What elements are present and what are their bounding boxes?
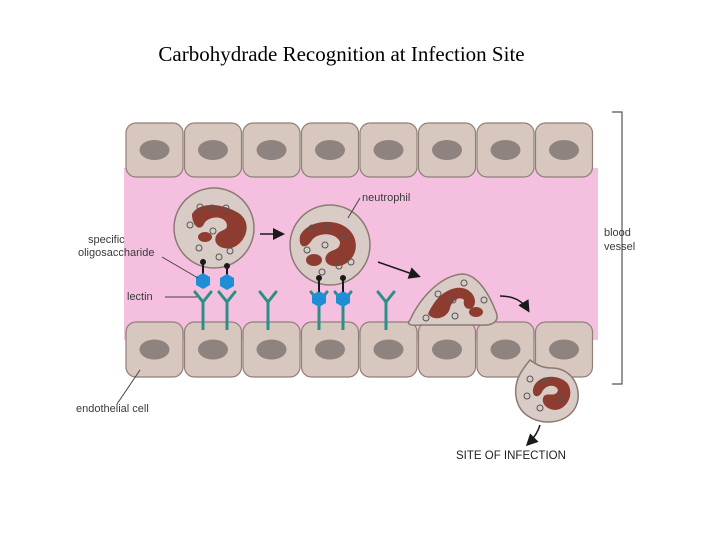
lectin-6 [376, 290, 396, 330]
neutrophil-3 [407, 273, 498, 326]
label-blood: blood [604, 227, 631, 239]
bound-sugar-2 [336, 291, 350, 307]
endothelial-cell-top-6 [417, 122, 477, 178]
page-title: Carbohydrade Recognition at Infection Si… [158, 42, 525, 66]
lectin-3 [258, 290, 278, 330]
leader-lines [116, 197, 361, 405]
arrow-3 [499, 295, 530, 313]
migration-arrows [260, 228, 541, 447]
endothelial-cell-top-1 [125, 122, 184, 178]
label-lectin: lectin [127, 291, 153, 303]
label-specific: specific [88, 234, 125, 246]
label-endothelial-cell: endothelial cell [76, 403, 149, 415]
label-neutrophil: neutrophil [362, 192, 410, 204]
endothelial-cell-top-2 [183, 122, 243, 178]
arrow-2 [377, 261, 421, 279]
oligosaccharide-pair-1 [196, 259, 234, 290]
endothelial-cell-bottom-5 [359, 321, 418, 378]
bound-sugar-1 [312, 291, 326, 307]
neutrophil-1 [173, 187, 255, 269]
lectin-1 [193, 290, 213, 330]
endothelial-cell-bottom-3 [242, 321, 301, 378]
label-oligosaccharide: oligosaccharide [78, 247, 154, 259]
endothelial-cell-top-5 [359, 122, 418, 178]
endothelial-row-bottom [125, 321, 594, 378]
oligosaccharide-pair-2 [316, 275, 346, 292]
endothelial-cell-top-3 [242, 122, 301, 178]
endothelial-cell-bottom-1 [125, 321, 184, 378]
neutrophil-4 [514, 358, 579, 423]
endothelial-cell-bottom-7 [476, 321, 535, 378]
endothelial-cell-top-8 [534, 122, 594, 178]
blood-vessel-bracket [612, 111, 623, 385]
endothelial-row-top [125, 122, 594, 178]
endothelial-cell-top-7 [476, 122, 535, 178]
label-vessel: vessel [604, 241, 635, 253]
endothelial-cell-bottom-4 [300, 321, 360, 378]
endothelial-cell-bottom-6 [417, 321, 477, 378]
neutrophil-2 [289, 204, 371, 286]
lectin-group [193, 290, 396, 330]
arrow-4 [525, 424, 541, 447]
lectin-2 [217, 290, 237, 330]
label-site-of-infection: SITE OF INFECTION [456, 450, 566, 462]
endothelial-cell-bottom-2 [183, 321, 243, 378]
endothelial-cell-bottom-8 [534, 321, 594, 378]
endothelial-cell-top-4 [300, 122, 360, 178]
